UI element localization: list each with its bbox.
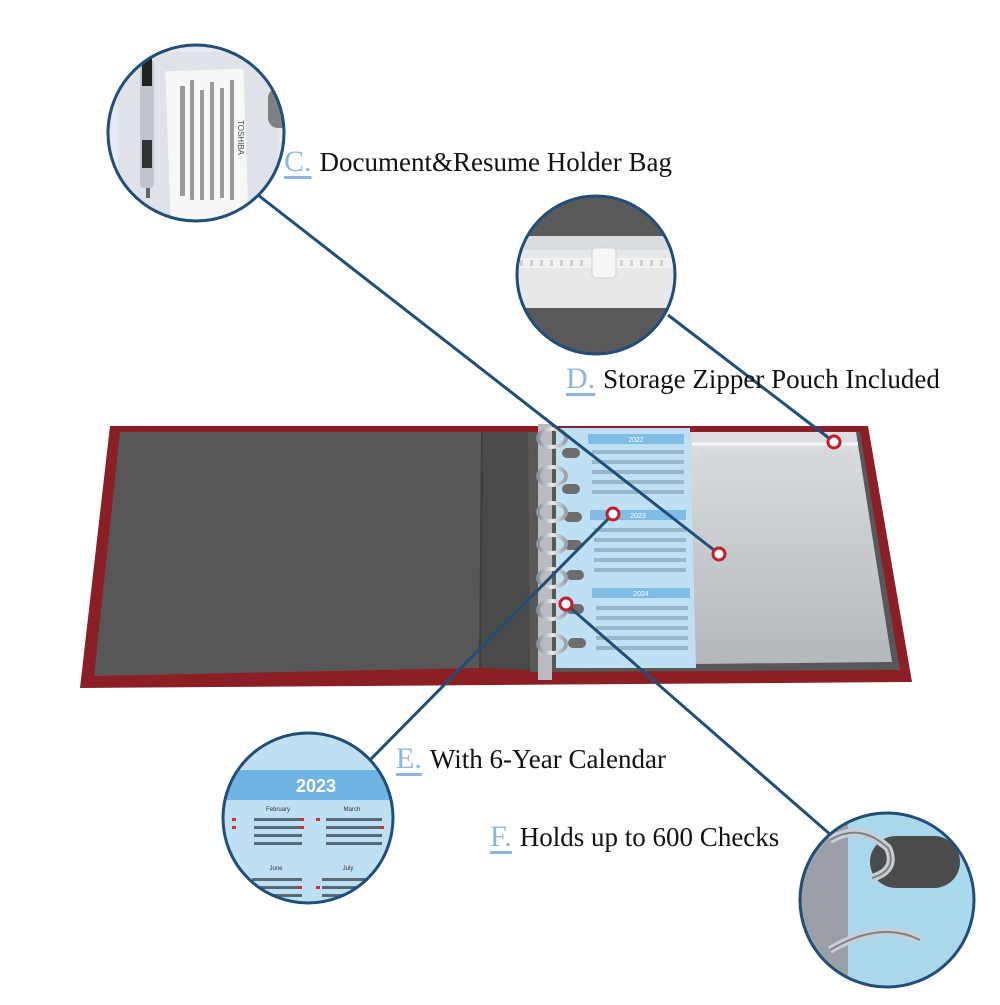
zoom-month-label: July — [343, 866, 354, 872]
zoom-year-bar — [223, 770, 393, 800]
calendar-year-bar — [590, 510, 686, 520]
feature-text: With 6-Year Calendar — [429, 744, 666, 774]
feature-letter: D. — [566, 362, 596, 395]
pen-icon — [140, 58, 154, 198]
zoom-circle-calendar: 2023 February March June July — [221, 731, 395, 905]
leader-line-e — [368, 512, 615, 762]
feature-text: Holds up to 600 Checks — [519, 822, 780, 852]
feature-label-document-bag: C.Document&Resume Holder Bag — [284, 145, 672, 179]
leader-line-c — [257, 193, 720, 556]
feature-letter: F. — [490, 820, 512, 853]
document-card — [165, 68, 249, 221]
marker-f — [558, 596, 574, 612]
binder-left-panel — [94, 432, 482, 676]
feature-letter: C. — [284, 145, 312, 178]
feature-text: Document&Resume Holder Bag — [319, 147, 672, 177]
marker-c — [711, 546, 727, 562]
zoom-month-label: March — [344, 807, 361, 813]
zoom-month-label: February — [266, 807, 290, 813]
feature-text: Storage Zipper Pouch Included — [603, 364, 940, 394]
zoom-year: 2023 — [296, 776, 336, 796]
binder-spine — [480, 432, 530, 670]
zoom-circle-rings — [798, 811, 976, 989]
marker-d — [826, 434, 842, 450]
zoom-circle-document-bag: TOSHIBA — [106, 43, 286, 223]
marker-dots — [558, 434, 842, 612]
calendar-year-bar — [592, 588, 690, 598]
marker-e — [605, 506, 621, 522]
feature-label-capacity: F.Holds up to 600 Checks — [490, 820, 779, 854]
feature-letter: E. — [396, 742, 422, 775]
open-binder — [80, 424, 912, 688]
clear-sleeve-pouch — [690, 432, 892, 664]
zipper-pull — [591, 247, 617, 279]
calendar-year-bar — [588, 434, 684, 444]
document-card-brand: TOSHIBA — [236, 120, 245, 156]
leader-line-f — [565, 602, 833, 838]
leader-line-d — [667, 313, 835, 444]
leader-lines — [257, 193, 835, 838]
zoom-month-label: June — [269, 866, 283, 872]
zoom-circle-zipper-pouch — [515, 194, 677, 356]
feature-label-calendar: E.With 6-Year Calendar — [396, 742, 666, 776]
feature-label-zipper-pouch: D.Storage Zipper Pouch Included — [566, 362, 940, 396]
